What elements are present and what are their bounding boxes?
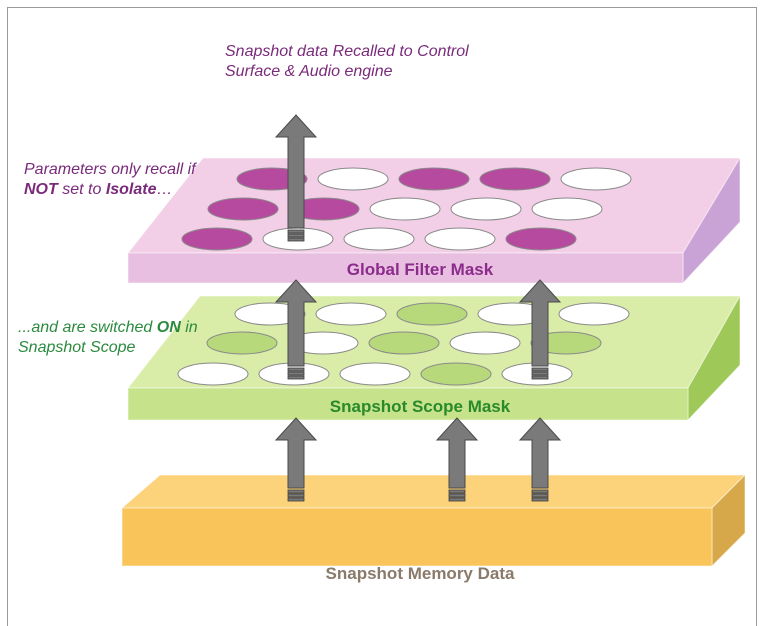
global-filter-cell-off (560, 167, 632, 191)
arrow-memory-to-scope-1 (274, 417, 318, 502)
isolate-note-ellipsis: … (156, 181, 173, 198)
snapshot-scope-cell-off (339, 362, 411, 386)
arrow-filter-to-surface (274, 114, 318, 242)
snapshot-scope-label: Snapshot Scope Mask (330, 397, 511, 416)
snapshot-scope-front (127, 387, 689, 421)
snapshot-scope-cell-on (420, 362, 492, 386)
isolate-note-text-2: set to (57, 181, 106, 198)
global-filter-circles (181, 167, 632, 251)
memory-data-label: Snapshot Memory Data (326, 564, 515, 583)
isolate-note-not: NOT (24, 181, 58, 198)
arrow-memory-to-scope-3 (518, 417, 562, 502)
isolate-note-isolate: Isolate (105, 181, 157, 198)
global-filter-cell-off (450, 197, 522, 221)
global-filter-cell-off (343, 227, 415, 251)
scope-note: ...and are switched ON in Snapshot Scope (18, 318, 218, 358)
global-filter-cell-off (531, 197, 603, 221)
arrow-scope-to-filter-2 (518, 279, 562, 380)
global-filter-cell-on (207, 197, 279, 221)
memory-data-layer: Snapshot Memory Data (120, 473, 747, 583)
snapshot-scope-cell-on (206, 331, 278, 355)
global-filter-label: Global Filter Mask (347, 260, 494, 279)
global-filter-cell-on (181, 227, 253, 251)
scope-note-text-1: ...and are switched (18, 319, 157, 336)
global-filter-cell-on (479, 167, 551, 191)
scope-note-text-2: in Snapshot Scope (18, 319, 198, 356)
memory-data-front (121, 507, 713, 567)
global-filter-front (127, 252, 684, 284)
snapshot-scope-cell-off (449, 331, 521, 355)
global-filter-cell-off (424, 227, 496, 251)
global-filter-layer: Global Filter Mask (126, 156, 741, 285)
diagram-frame (7, 7, 757, 626)
recall-arrows (274, 114, 562, 502)
arrow-scope-to-filter-1 (274, 279, 318, 380)
arrow-memory-to-scope-2 (435, 417, 479, 502)
recall-note: Snapshot data Recalled to Control Surfac… (225, 43, 469, 80)
memory-data-top (120, 474, 747, 509)
snapshot-scope-layer: Snapshot Scope Mask (126, 294, 741, 422)
isolate-note: Parameters only recall if NOT set to Iso… (24, 160, 224, 200)
global-filter-cell-off (317, 167, 389, 191)
isolate-note-text-1: Parameters only recall if (24, 161, 196, 178)
snapshot-scope-cell-off (315, 302, 387, 326)
snapshot-scope-cell-on (396, 302, 468, 326)
snapshot-scope-cell-on (368, 331, 440, 355)
global-filter-cell-on (505, 227, 577, 251)
snapshot-scope-cell-off (558, 302, 630, 326)
snapshot-scope-circles (177, 302, 630, 386)
scope-note-on: ON (156, 319, 181, 336)
snapshot-scope-cell-off (177, 362, 249, 386)
global-filter-cell-on (398, 167, 470, 191)
global-filter-cell-off (369, 197, 441, 221)
